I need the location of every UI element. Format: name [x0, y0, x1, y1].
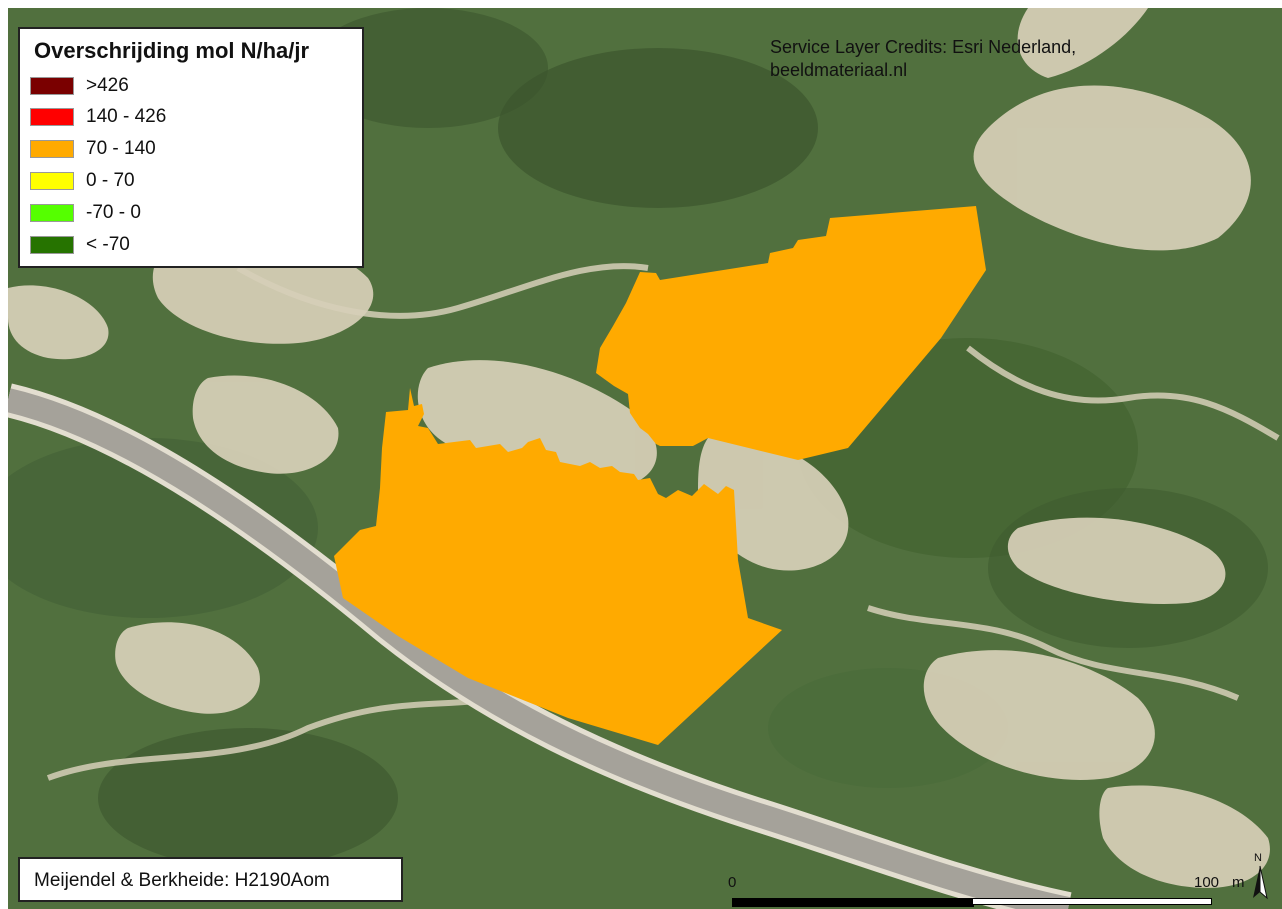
- legend-swatch: [30, 172, 74, 190]
- scale-unit-label: m: [1232, 874, 1245, 891]
- sand-trails: [46, 263, 1280, 781]
- aerial-map[interactable]: [8, 8, 1282, 909]
- legend-label: >426: [86, 75, 129, 96]
- north-letter: N: [1254, 852, 1262, 864]
- legend-swatch: [30, 108, 74, 126]
- map-frame[interactable]: [8, 8, 1282, 909]
- legend-swatch: [30, 204, 74, 222]
- legend-swatch: [30, 236, 74, 254]
- legend-label: < -70: [86, 234, 130, 255]
- scale-end-label: 100: [1194, 874, 1220, 891]
- scale-start-label: 0: [728, 874, 737, 891]
- north-arrow-icon: [1253, 865, 1268, 900]
- scale-segment-white: [972, 898, 1212, 905]
- legend-title: Overschrijding mol N/ha/jr: [34, 38, 310, 63]
- legend-swatch: [30, 140, 74, 158]
- site-title: Meijendel & Berkheide: H2190Aom: [34, 870, 330, 891]
- credits-line-1: Service Layer Credits: Esri Nederland,: [770, 37, 1077, 57]
- scale-bar: 0 100 m: [728, 872, 1282, 909]
- legend-label: -70 - 0: [86, 202, 141, 223]
- legend-label: 70 - 140: [86, 138, 156, 159]
- north-arrow: N: [1248, 852, 1272, 902]
- credits-line-2: beeldmateriaal.nl: [770, 60, 908, 80]
- habitat-polygons[interactable]: [334, 206, 986, 745]
- road: [8, 383, 1072, 909]
- legend-label: 140 - 426: [86, 106, 167, 127]
- legend: Overschrijding mol N/ha/jr >426 140 - 42…: [18, 27, 364, 268]
- service-layer-credits: Service Layer Credits: Esri Nederland, b…: [770, 36, 1076, 82]
- scale-segment-black: [732, 898, 974, 907]
- legend-label: 0 - 70: [86, 170, 135, 191]
- habitat-polygon-south[interactable]: [334, 388, 782, 745]
- sand-patches: [8, 8, 1270, 888]
- habitat-polygon-north[interactable]: [596, 206, 986, 460]
- site-title-box: Meijendel & Berkheide: H2190Aom: [18, 857, 403, 902]
- legend-swatch: [30, 77, 74, 95]
